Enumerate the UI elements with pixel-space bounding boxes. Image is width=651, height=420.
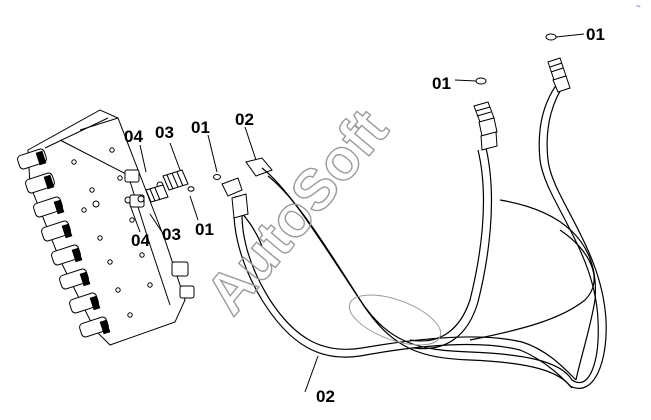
callout-04-top: 04	[124, 127, 143, 146]
callout-04-low: 04	[131, 231, 150, 250]
callout-03-top: 03	[155, 123, 174, 142]
hydraulic-hose-upper	[245, 57, 607, 389]
callout-01-mid: 01	[432, 74, 451, 93]
callout-01-top: 01	[586, 25, 605, 44]
callout-02-top: 02	[235, 110, 254, 129]
callout-03-low: 03	[162, 225, 181, 244]
leader-lines	[129, 33, 585, 393]
callout-labels: 01 01 01 01 02 02 03 03 04 04	[124, 25, 605, 406]
callout-01-left: 01	[191, 118, 210, 137]
watermark-text: AutoSoft	[193, 97, 400, 326]
corner-mark: ~	[636, 2, 641, 11]
hydraulic-hose-lower	[221, 101, 596, 389]
watermark-oval	[348, 294, 442, 346]
adapter-fittings	[137, 33, 557, 203]
callout-01-low: 01	[195, 220, 214, 239]
control-valve-assembly	[17, 109, 195, 346]
callout-02-bottom: 02	[316, 387, 335, 406]
